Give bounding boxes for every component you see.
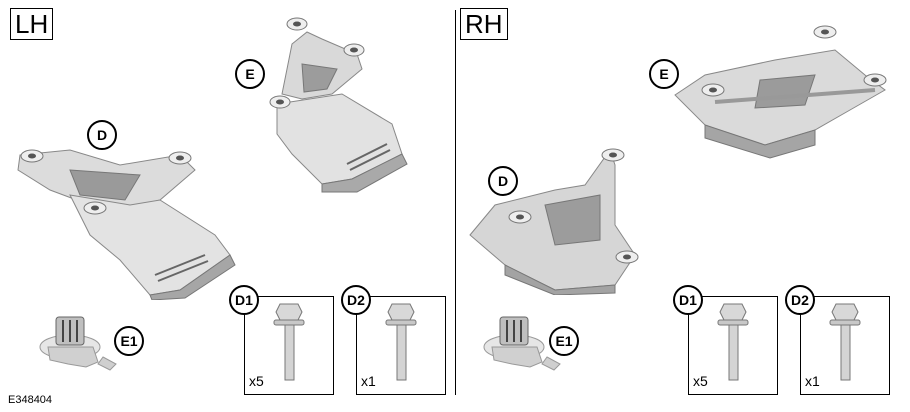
lh-label: LH [10,8,54,40]
lh-bolt-d1 [273,303,305,381]
lh-callout-d1: D1 [229,285,259,315]
rh-d2-quantity: x1 [805,373,820,389]
rh-d1-quantity: x5 [693,373,708,389]
lh-callout-e1: E1 [114,326,144,356]
rh-callout-d: D [488,166,518,196]
rh-bolt-d1 [717,303,749,381]
rh-bracket-e [674,25,887,159]
rh-bracket-d [469,148,639,295]
rh-bolt-d2 [829,303,861,381]
rh-clip-e1 [483,316,561,371]
lh-bracket-d [17,149,236,300]
rh-callout-e1: E1 [549,326,579,356]
lh-callout-d: D [87,120,117,150]
rh-callout-d1: D1 [673,285,703,315]
panel-divider [455,10,456,395]
rh-callout-d2: D2 [785,285,815,315]
rh-callout-e: E [649,59,679,89]
lh-bracket-e [269,17,408,193]
rh-label: RH [460,8,508,40]
figure-id: E348404 [8,394,53,406]
lh-callout-e: E [235,59,265,89]
lh-d1-quantity: x5 [249,373,264,389]
lh-clip-e1 [39,316,117,371]
lh-d2-quantity: x1 [361,373,376,389]
lh-callout-d2: D2 [341,285,371,315]
lh-bolt-d2 [385,303,417,381]
